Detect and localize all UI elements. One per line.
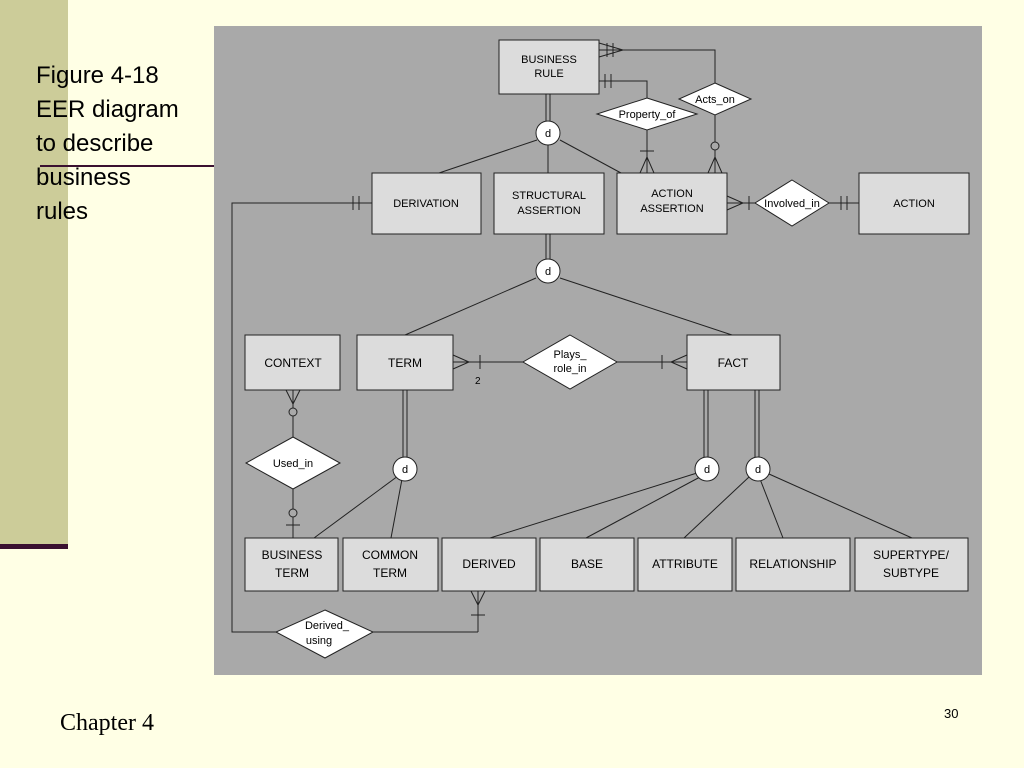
entity-action: ACTION bbox=[858, 172, 970, 235]
entity-label: ATTRIBUTE bbox=[652, 557, 718, 571]
entity-common-term: COMMON TERM bbox=[342, 537, 439, 592]
entity-label: ASSERTION bbox=[517, 205, 580, 217]
relationship-label: Derived_ bbox=[305, 620, 350, 632]
page-number: 30 bbox=[944, 706, 959, 721]
entity-structural-assertion: STRUCTURAL ASSERTION bbox=[493, 172, 605, 235]
disjoint-label: d bbox=[704, 464, 710, 476]
relationship-label: Property_of bbox=[619, 109, 677, 121]
entity-action-assertion: ACTION ASSERTION bbox=[616, 172, 728, 235]
eer-diagram: d d d d d 2 BUSINESS RULE DERIVATION STR… bbox=[214, 26, 982, 675]
entity-label: BUSINESS bbox=[262, 548, 323, 562]
entity-label: RELATIONSHIP bbox=[749, 557, 836, 571]
relationship-label: role_in bbox=[553, 363, 586, 375]
entity-label: FACT bbox=[718, 356, 749, 370]
entity-base: BASE bbox=[539, 537, 635, 592]
relationship-label: using bbox=[306, 635, 332, 647]
disjoint-label: d bbox=[402, 464, 408, 476]
relationship-plays-role-in: Plays_ role_in bbox=[521, 334, 619, 390]
entity-business-rule: BUSINESS RULE bbox=[498, 39, 600, 95]
disjoint-circle: d bbox=[535, 258, 561, 284]
entity-derivation: DERIVATION bbox=[371, 172, 482, 235]
entity-label: BASE bbox=[571, 557, 603, 571]
entity-relationship: RELATIONSHIP bbox=[735, 537, 851, 592]
entity-context: CONTEXT bbox=[244, 334, 341, 391]
entity-label: RULE bbox=[534, 68, 563, 80]
title-line: EER diagram bbox=[36, 96, 179, 123]
entity-label: CONTEXT bbox=[264, 356, 322, 370]
relationship-property-of: Property_of bbox=[595, 97, 699, 131]
entity-label: BUSINESS bbox=[521, 54, 577, 66]
sidebar-band bbox=[0, 0, 68, 545]
disjoint-label: d bbox=[545, 128, 551, 140]
entity-supertype-subtype: SUPERTYPE/ SUBTYPE bbox=[854, 537, 969, 592]
title-line: to describe bbox=[36, 130, 154, 157]
relationship-label: Involved_in bbox=[764, 198, 820, 210]
entity-label: ASSERTION bbox=[640, 203, 703, 215]
entity-business-term: BUSINESS TERM bbox=[244, 537, 339, 592]
entity-derived: DERIVED bbox=[441, 537, 537, 592]
disjoint-circle: d bbox=[392, 456, 418, 482]
title-line: Figure 4-18 bbox=[36, 62, 159, 89]
relationship-label: Plays_ bbox=[553, 349, 587, 361]
footer-chapter: Chapter 4 bbox=[60, 710, 154, 736]
relationship-label: Acts_on bbox=[695, 94, 735, 106]
entity-label: STRUCTURAL bbox=[512, 190, 586, 202]
title-rule bbox=[40, 165, 215, 167]
entity-fact: FACT bbox=[686, 334, 781, 391]
disjoint-circle: d bbox=[535, 120, 561, 146]
entity-label: COMMON bbox=[362, 548, 418, 562]
title-line: business bbox=[36, 164, 131, 191]
relationship-acts-on: Acts_on bbox=[677, 82, 753, 116]
entity-attribute: ATTRIBUTE bbox=[637, 537, 733, 592]
disjoint-circle: d bbox=[694, 456, 720, 482]
entity-term: TERM bbox=[356, 334, 454, 391]
entity-label: SUBTYPE bbox=[883, 566, 939, 580]
entity-label: TERM bbox=[275, 566, 309, 580]
connector-lines bbox=[231, 49, 913, 633]
entity-label: DERIVED bbox=[462, 557, 516, 571]
relationship-used-in: Used_in bbox=[244, 436, 342, 490]
relationship-involved-in: Involved_in bbox=[754, 179, 830, 227]
relationship-derived-using: Derived_ using bbox=[274, 609, 375, 659]
cardinality-marks bbox=[285, 42, 848, 616]
entity-label: ACTION bbox=[893, 198, 935, 210]
relationship-label: Used_in bbox=[273, 458, 313, 470]
disjoint-label: d bbox=[755, 464, 761, 476]
title-line: rules bbox=[36, 198, 89, 225]
entity-label: ACTION bbox=[651, 188, 693, 200]
sidebar-rule bbox=[0, 544, 68, 549]
entity-label: DERIVATION bbox=[393, 198, 459, 210]
entity-label: TERM bbox=[373, 566, 407, 580]
entity-label: SUPERTYPE/ bbox=[873, 548, 949, 562]
entity-label: TERM bbox=[388, 356, 422, 370]
disjoint-circle: d bbox=[745, 456, 771, 482]
disjoint-label: d bbox=[545, 266, 551, 278]
figure-title: Figure 4-18 EER diagram to describe busi… bbox=[36, 59, 216, 229]
cardinality-label: 2 bbox=[475, 376, 481, 387]
